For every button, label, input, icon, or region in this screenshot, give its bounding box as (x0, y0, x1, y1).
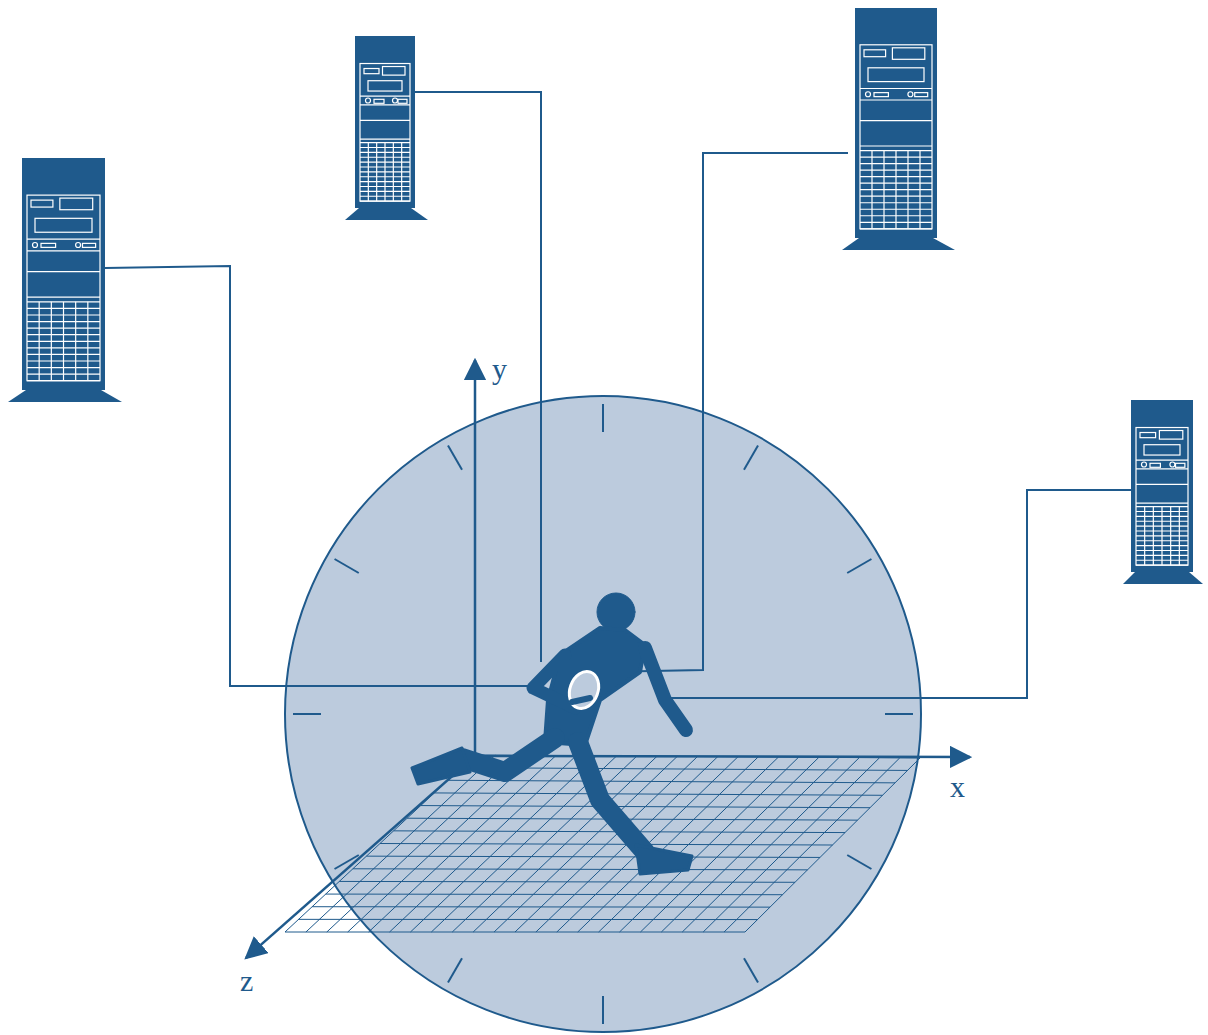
dial-tick (448, 958, 462, 982)
dial-tick (335, 559, 359, 573)
wire (415, 92, 541, 662)
dial-tick (847, 559, 871, 573)
server-tower (345, 36, 428, 220)
dial-tick (602, 996, 604, 1024)
dial-tick (602, 404, 604, 432)
wire (668, 490, 1131, 698)
runner-figure (412, 593, 692, 874)
server-tower (8, 158, 122, 402)
dial-tick (885, 713, 913, 715)
axis-line (246, 756, 475, 958)
server-tower (1123, 400, 1203, 584)
axis-line (475, 756, 970, 757)
axis-label: x (950, 772, 965, 802)
axis-label: z (240, 966, 253, 996)
axis-label: y (492, 354, 507, 384)
dial-tick (744, 446, 758, 470)
dial-tick (744, 958, 758, 982)
server-tower (842, 8, 955, 250)
axis-line (474, 360, 477, 756)
wire (105, 266, 530, 686)
dial-tick (293, 713, 321, 715)
dial-tick (448, 446, 462, 470)
dial-tick (847, 855, 871, 869)
dial-circle (285, 396, 921, 1032)
wire (600, 153, 848, 672)
